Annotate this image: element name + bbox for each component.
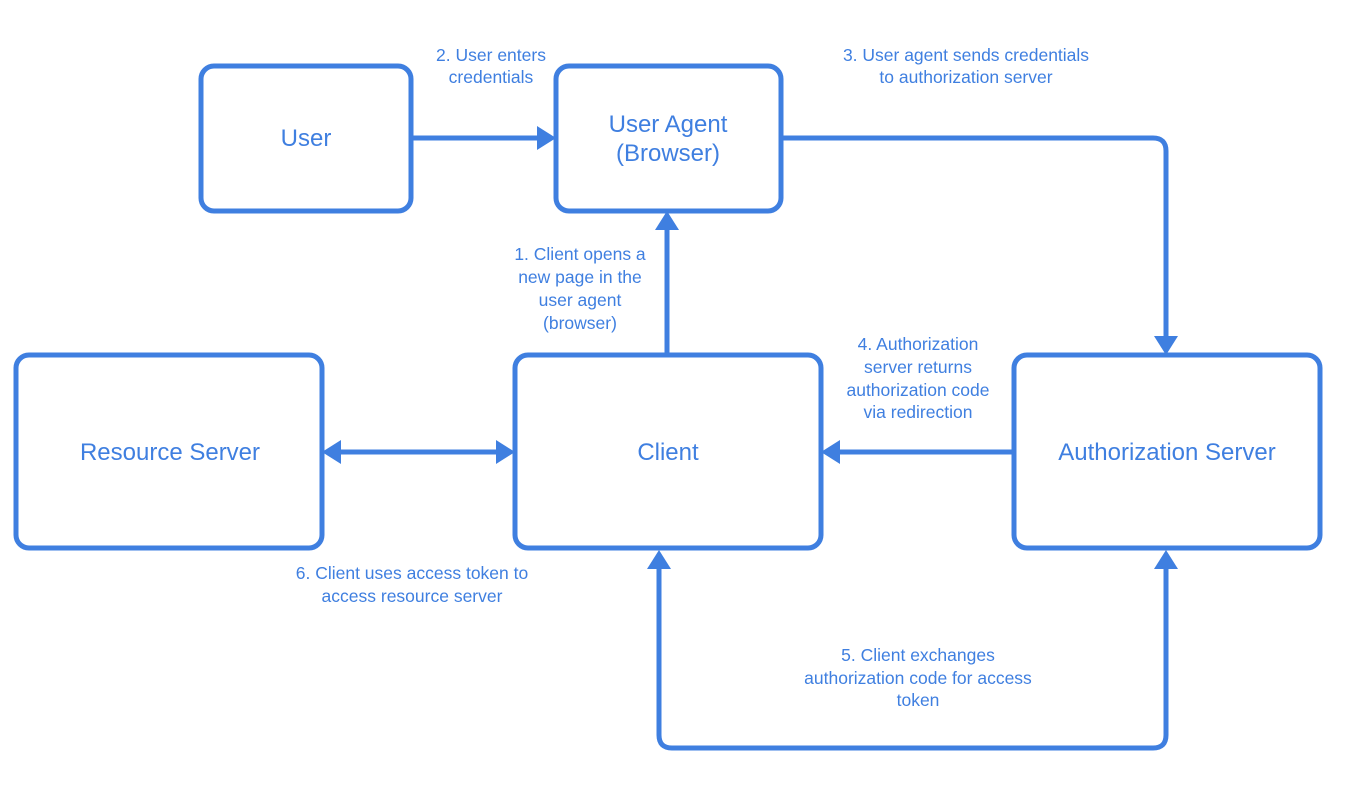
node-user-agent-label-line1: User Agent [609, 111, 728, 138]
node-resource-server: Resource Server [13, 352, 325, 551]
edge-label-line: new page in the [518, 267, 642, 287]
arrowhead-left [821, 440, 840, 464]
edge-label-step1: 1. Client opens a new page in the user a… [514, 244, 646, 333]
edge-label-line: 3. User agent sends credentials [843, 45, 1089, 65]
edge-label-step3: 3. User agent sends credentials to autho… [843, 45, 1089, 87]
edge-client-resource-server [322, 440, 515, 464]
edge-label-line: 1. Client opens a [514, 244, 646, 264]
edge-user-to-user-agent [412, 126, 556, 150]
node-authorization-server-label: Authorization Server [1058, 439, 1275, 466]
edge-label-line: token [897, 690, 940, 710]
edge-label-line: 5. Client exchanges [841, 645, 995, 665]
node-user-agent: User Agent (Browser) [553, 63, 784, 214]
edge-label-line: via redirection [864, 402, 973, 422]
node-user-agent-label-line2: (Browser) [616, 140, 720, 167]
arrowhead-right [496, 440, 515, 464]
edge-label-line: server returns [864, 357, 972, 377]
arrowhead-up [1154, 550, 1178, 569]
arrowhead-up [655, 211, 679, 230]
arrowhead-right [537, 126, 556, 150]
edge-label-step4: 4. Authorization server returns authoriz… [846, 334, 989, 422]
arrowhead-down [1154, 336, 1178, 355]
edge-label-line: (browser) [543, 313, 617, 333]
arrowhead-up [647, 550, 671, 569]
edge-label-step2: 2. User enters credentials [436, 45, 546, 87]
edge-client-to-user-agent [655, 211, 679, 354]
node-user-label: User [281, 125, 332, 152]
node-resource-server-label: Resource Server [80, 439, 260, 466]
node-client-label: Client [637, 439, 699, 466]
edge-label-line: 2. User enters [436, 45, 546, 65]
edge-client-authorization-server-exchange [647, 550, 1178, 751]
edge-authorization-server-to-client [821, 440, 1014, 464]
edge-label-step6: 6. Client uses access token to access re… [296, 563, 528, 606]
edge-label-line: authorization code for access [804, 668, 1032, 688]
node-user: User [198, 63, 414, 214]
node-authorization-server: Authorization Server [1011, 352, 1323, 551]
edge-label-line: 6. Client uses access token to [296, 563, 528, 583]
edge-label-line: to authorization server [879, 67, 1052, 87]
connectors [322, 126, 1178, 751]
edge-label-step5: 5. Client exchanges authorization code f… [804, 645, 1032, 710]
edge-label-line: credentials [449, 67, 534, 87]
edge-user-agent-to-authorization-server [781, 135, 1178, 355]
arrowhead-left [322, 440, 341, 464]
edge-label-line: authorization code [846, 380, 989, 400]
edge-label-line: access resource server [322, 586, 503, 606]
edge-label-line: user agent [539, 290, 622, 310]
edge-label-line: 4. Authorization [858, 334, 979, 354]
node-client: Client [512, 352, 824, 551]
